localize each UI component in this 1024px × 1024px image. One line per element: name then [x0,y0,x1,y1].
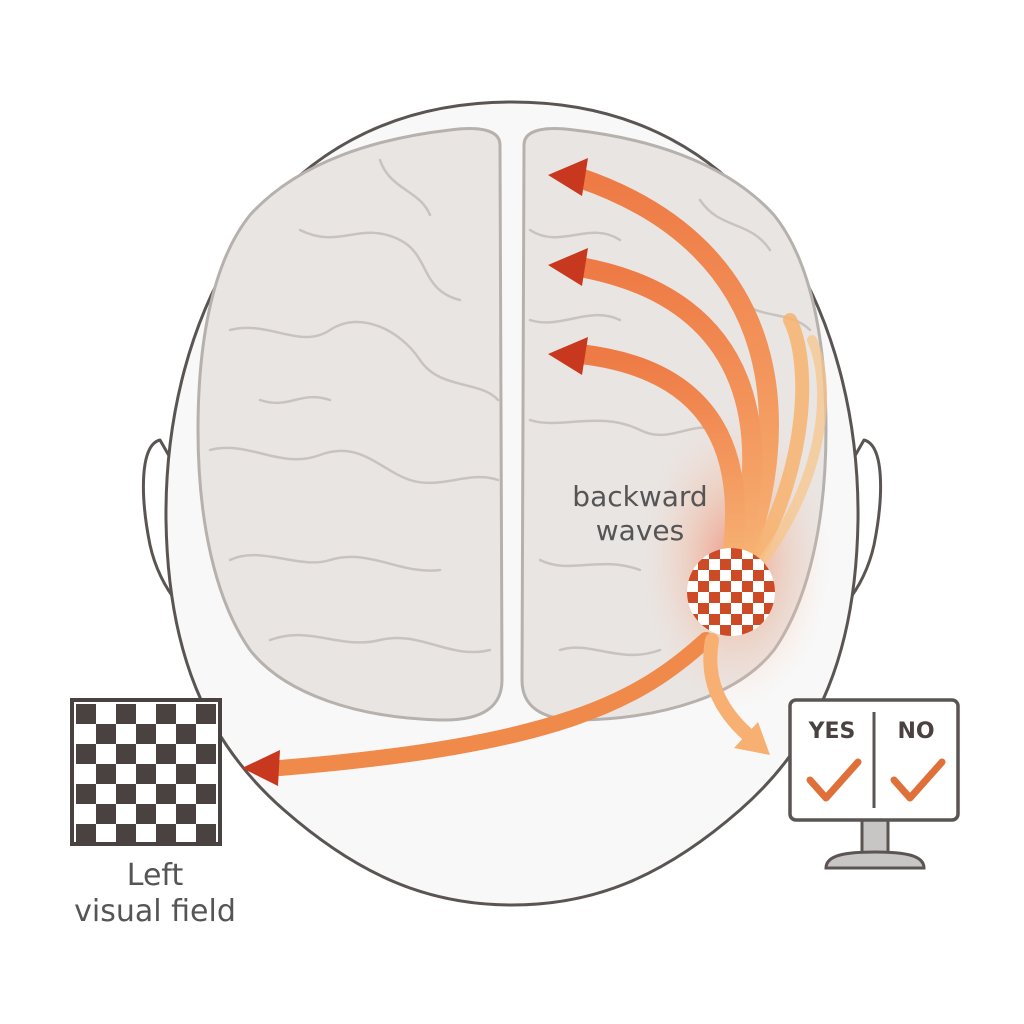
field-checker-square [96,764,116,784]
cortex-checker-square [742,559,753,570]
cortex-checker-square [698,581,709,592]
field-checker-square [156,744,176,764]
field-checker-square [156,704,176,724]
cortex-checker-square [687,592,698,603]
backward-arrow-4 [748,313,810,567]
cortex-checker-square [720,581,731,592]
cortex-checker-square [698,603,709,614]
arrowhead-1 [548,158,588,196]
arrowheads [548,158,588,375]
left-hemisphere [196,127,504,722]
field-checker-square [156,784,176,804]
cortex-checker-square [720,625,731,636]
cortex-checker-square [742,603,753,614]
field-checker-square [196,824,216,844]
cortex-checker-square [698,559,709,570]
arrowhead-3 [548,337,588,375]
field-checker-square [136,724,156,744]
backward-waves-label: backward waves [525,480,755,547]
cortex-checker-square [731,592,742,603]
field-checker-square [116,744,136,764]
field-checker-square [96,804,116,824]
response-arrowhead [734,722,770,755]
yes-checkmark-icon [806,758,862,802]
cortex-checkerboard-icon [687,548,775,636]
field-checker-square [196,704,216,724]
field-checker-square [76,824,96,844]
field-checker-square [76,704,96,724]
cortex-checker-square [731,614,742,625]
checkerboard-icon [70,698,222,846]
field-checker-square [116,784,136,804]
field-checker-square [196,784,216,804]
field-checker-square [116,704,136,724]
cortex-checker-square [764,603,775,614]
arrowhead-2 [548,248,588,286]
backward-arrow-5 [755,335,828,570]
cortex-checker-square [731,548,742,559]
cortex-checker-square [720,559,731,570]
cortex-checker-square [753,614,764,625]
cortex-checker-square [709,548,720,559]
field-checker-square [116,824,136,844]
field-label-line1: Left [126,858,184,893]
field-checker-square [176,804,196,824]
field-checker-square [76,784,96,804]
cortex-checker-square [742,581,753,592]
backward-arrow-2 [570,257,763,565]
cortex-checker-square [709,614,720,625]
cortex-checker-square [709,592,720,603]
cortex-checker-square [753,570,764,581]
yes-label: YES [808,719,856,744]
field-checker-square [96,724,116,744]
cortex-checker-square [720,603,731,614]
field-checker-square [156,824,176,844]
cortex-checker-square [764,581,775,592]
field-checker-square [176,724,196,744]
left-field-arrowhead [242,750,280,786]
cortex-checker-square [709,570,720,581]
field-checker-square [76,744,96,764]
backward-arrow-1 [570,168,779,565]
field-checker-square [136,764,156,784]
cortex-checker-square [742,625,753,636]
field-checker-square [176,764,196,784]
left-visual-field-label: Left visual field [40,858,270,930]
yes-no-monitor-icon: YES NO [788,698,960,870]
no-label: NO [897,719,934,744]
cortex-checker-square [753,592,764,603]
backward-wave-arrows [570,168,828,570]
field-checker-square [196,744,216,764]
no-checkmark-icon [890,758,946,802]
response-arrow [703,633,755,742]
cortex-checker-square [687,570,698,581]
backward-label-line1: backward [572,480,708,513]
cortex-checker-square [731,570,742,581]
field-checker-square [136,804,156,824]
backward-label-line2: waves [595,513,685,547]
left-field-arrow [272,632,714,776]
field-label-line2: visual field [74,894,236,929]
backward-arrow-3 [570,344,746,565]
